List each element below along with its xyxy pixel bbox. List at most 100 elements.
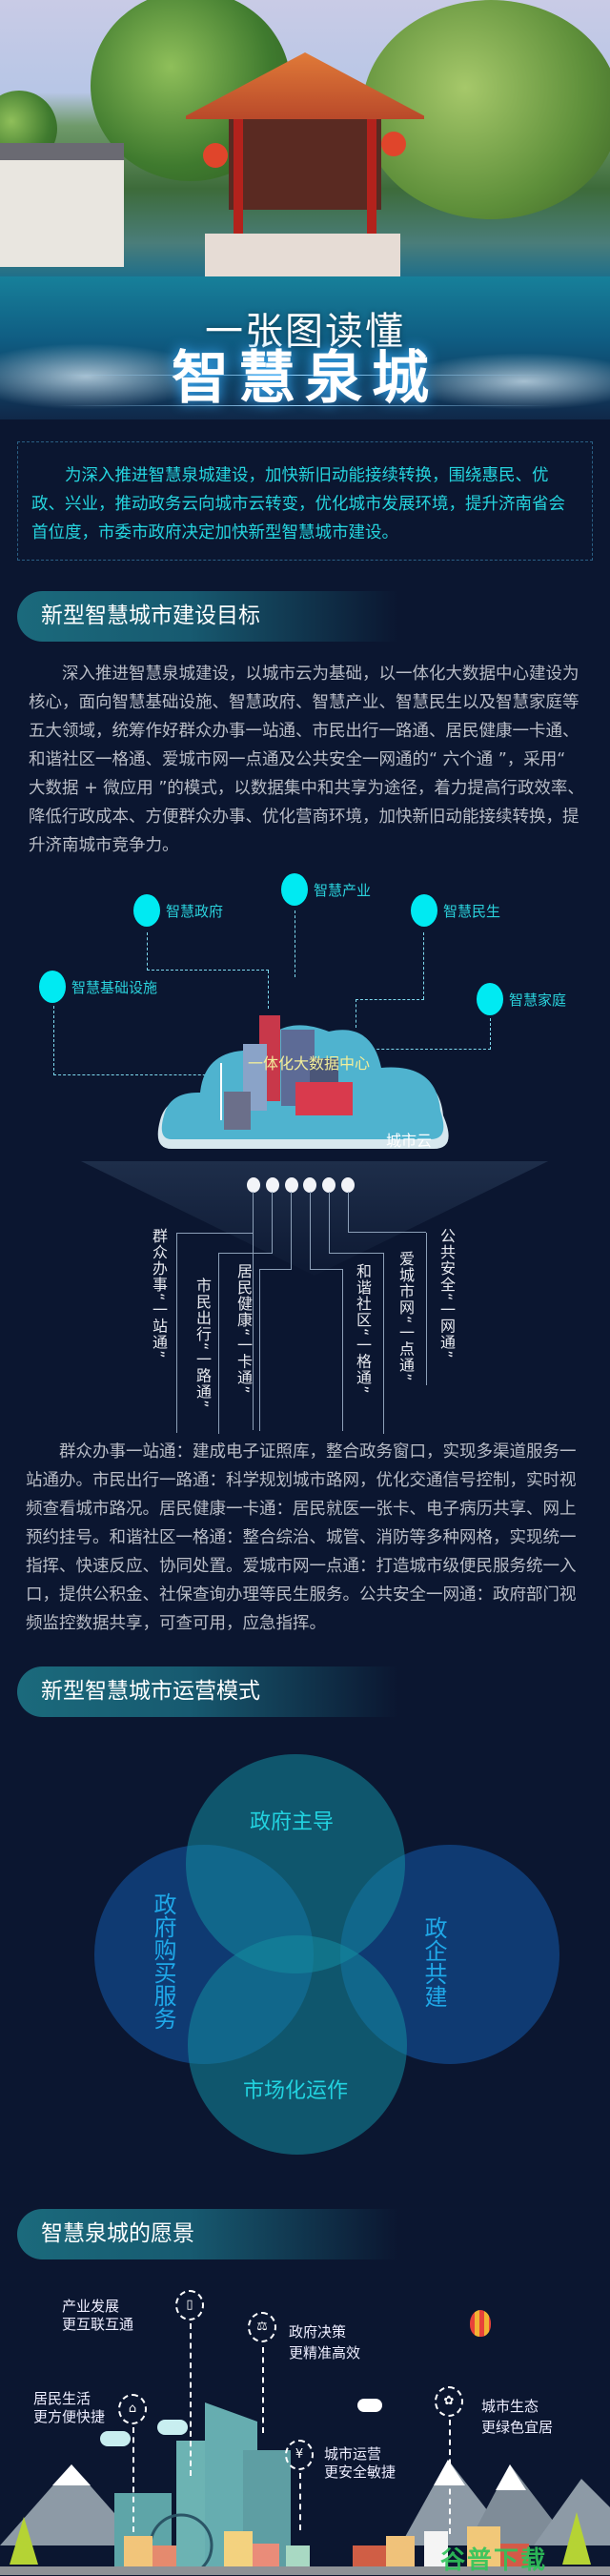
dashed-pole	[299, 2473, 301, 2530]
branch-line	[426, 1233, 427, 1385]
branch-line	[383, 1253, 384, 1434]
vision-line: 居民生活	[33, 2390, 92, 2407]
lantern	[381, 132, 406, 156]
node-label: 智慧产业	[314, 881, 372, 899]
goals-paragraph: 深入推进智慧泉城建设，以城市云为基础，以一体化大数据中心建设为核心，面向智慧基础…	[29, 664, 584, 855]
city-cloud-illustration	[157, 1015, 449, 1149]
branch-line	[348, 1192, 426, 1233]
branch-line	[342, 1269, 343, 1431]
vision-line: 更方便快捷	[33, 2408, 106, 2425]
city-cloud-label: 城市云	[386, 1132, 433, 1150]
pillar	[367, 119, 376, 243]
link-label: 和谐社区“一格通”	[354, 1263, 372, 1395]
node-industry: 智慧产业	[281, 873, 371, 906]
cloud-icon	[100, 2431, 131, 2446]
section-header-operation: 新型智慧城市运营模式	[17, 1666, 398, 1717]
branch-line	[218, 1192, 273, 1254]
branch-line	[310, 1192, 342, 1270]
section-header-vision: 智慧泉城的愿景	[17, 2209, 398, 2259]
vision-item-ecology: 城市生态更绿色宜居	[481, 2396, 553, 2438]
branch-line	[176, 1233, 254, 1234]
node-label: 智慧政府	[166, 902, 224, 920]
dashed-pole	[262, 2347, 264, 2433]
vision-item-government: 政府决策更精准高效	[289, 2321, 360, 2363]
dot-icon	[477, 983, 503, 1015]
hero-subtitle: 一张图读懂	[205, 310, 405, 354]
link-dot	[266, 1177, 279, 1193]
link-label: 市民出行“一路通”	[193, 1278, 212, 1409]
money-bag-icon: ¥	[285, 2440, 314, 2470]
venn-label-right: 政企共建	[420, 1916, 447, 2008]
branch-line	[259, 1192, 292, 1270]
branch-line	[259, 1269, 260, 1431]
connector-line	[367, 1018, 491, 1050]
dashed-pole	[449, 2420, 451, 2534]
branch-line	[176, 1192, 254, 1430]
node-home: 智慧家庭	[477, 983, 566, 1015]
link-dot	[247, 1177, 260, 1193]
node-label: 智慧家庭	[509, 991, 567, 1009]
link-label: 爱城市网“一点通”	[396, 1251, 415, 1382]
vision-line: 更互联互通	[62, 2316, 134, 2333]
link-dot	[303, 1177, 316, 1193]
connector-line	[356, 932, 424, 999]
cloud-icon	[357, 2399, 382, 2412]
link-dot	[322, 1177, 336, 1193]
vision-line: 城市生态	[481, 2398, 539, 2415]
branch-line	[218, 1253, 219, 1434]
foam	[0, 343, 210, 410]
hot-air-balloon-icon	[470, 2310, 491, 2337]
section-header-goals: 新型智慧城市建设目标	[17, 591, 398, 642]
pillar	[234, 119, 243, 243]
connector-line	[147, 932, 269, 971]
house-icon: ⌂	[118, 2394, 147, 2424]
dot-icon	[133, 894, 160, 927]
data-center-label: 一体化大数据中心	[248, 1054, 371, 1073]
vision-line: 政府决策	[289, 2323, 347, 2341]
venn-circle-bottom	[188, 1935, 407, 2155]
vision-line: 产业发展	[62, 2298, 120, 2315]
connector-line	[53, 1006, 220, 1075]
venn-label-left: 政府购买服务	[150, 1892, 176, 2030]
vision-item-living: 居民生活更方便快捷	[33, 2390, 105, 2426]
connector-line	[356, 999, 424, 1000]
hall-building-image	[0, 143, 124, 267]
lantern	[203, 143, 228, 168]
vision-line: 更绿色宜居	[481, 2419, 554, 2436]
divider-line	[57, 375, 553, 376]
pavilion-image	[229, 119, 381, 210]
link-dot	[341, 1177, 355, 1193]
connector-line	[268, 971, 269, 1009]
scales-icon: ⚖	[248, 2312, 276, 2342]
venn-label-bottom: 市场化运作	[243, 2079, 349, 2103]
cloud-icon	[157, 2420, 188, 2435]
node-government: 智慧政府	[133, 894, 223, 927]
city-skyline-illustration	[0, 2402, 610, 2575]
dot-icon	[39, 971, 66, 1003]
dot-icon	[281, 873, 308, 906]
six-links-detail-paragraph: 群众办事一站通：建成电子证照库，整合政务窗口，实现多渠道服务一站通办。市民出行一…	[26, 1442, 577, 1633]
hero-banner: 一张图读懂 智慧泉城	[0, 0, 610, 419]
ecology-icon: ✿	[435, 2386, 463, 2417]
dot-icon	[411, 894, 437, 927]
link-label: 公共安全“一网通”	[437, 1228, 456, 1360]
hero-title: 智慧泉城	[172, 345, 438, 412]
dashed-pole	[132, 2427, 134, 2532]
link-label: 群众办事“一站通”	[150, 1228, 168, 1360]
divider-line	[57, 405, 553, 406]
phone-icon: ▯	[175, 2290, 204, 2320]
node-label: 智慧基础设施	[71, 978, 158, 996]
vision-line: 城市运营	[324, 2445, 382, 2463]
branch-line	[176, 1233, 177, 1433]
node-infrastructure: 智慧基础设施	[39, 971, 157, 1003]
watermark: 谷普下载	[440, 2546, 548, 2575]
foam	[400, 353, 610, 410]
venn-label-top: 政府主导	[250, 1810, 335, 1834]
stone-platform	[205, 234, 400, 281]
link-dot	[285, 1177, 298, 1193]
node-livelihood: 智慧民生	[411, 894, 500, 927]
vision-item-operation: 城市运营更安全敏捷	[324, 2445, 396, 2482]
node-label: 智慧民生	[443, 902, 501, 920]
vision-item-industry: 产业发展更互联互通	[62, 2298, 133, 2334]
branch-line	[329, 1192, 383, 1254]
